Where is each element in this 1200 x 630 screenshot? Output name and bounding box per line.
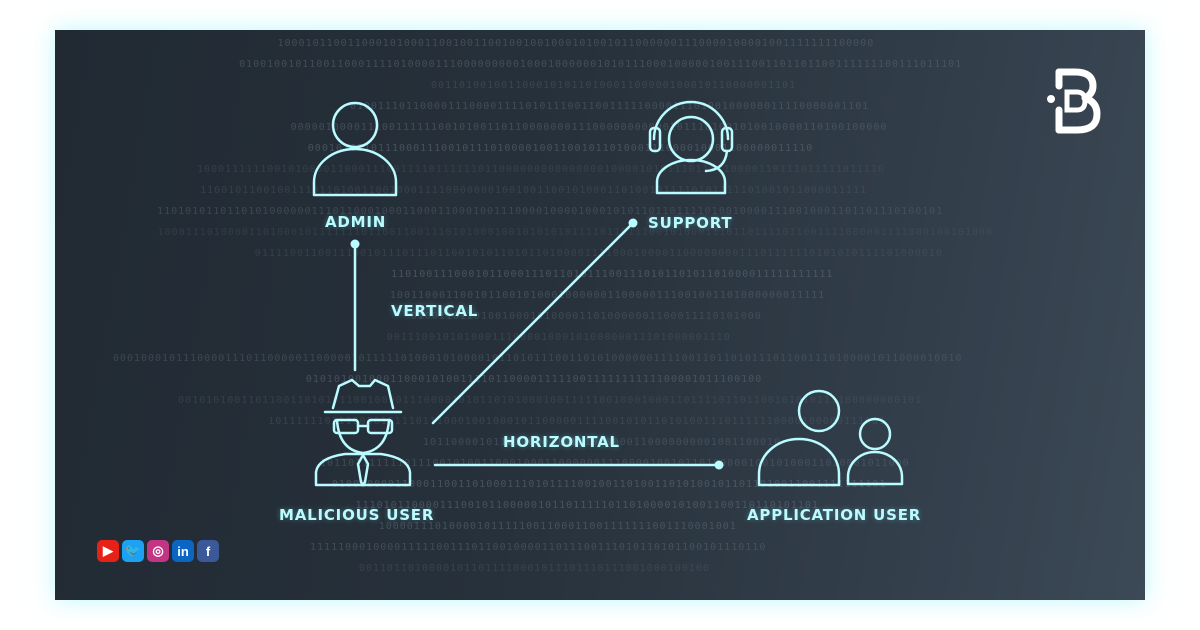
instagram-icon[interactable]: ◎ (147, 540, 169, 562)
binary-code-background: 1000101100110001010001100100110010010010… (55, 30, 1145, 600)
binary-code-row: 1101001110001011000111011010111001110101… (391, 269, 834, 280)
binary-code-row: 1001100011001011001010001000000110000011… (389, 290, 826, 301)
binary-code-row: 1000011101000010111110011000110011111110… (378, 521, 737, 532)
youtube-icon[interactable]: ▶ (97, 540, 119, 562)
binary-code-row: 0011100101010001110000100010100000011101… (386, 332, 731, 343)
binary-code-row: 0001000101110000111011000001100000101111… (112, 353, 963, 364)
vertical-edge-endpoint (350, 239, 360, 249)
binary-code-row: 1101010110110101000000111011000100011000… (157, 206, 943, 217)
binary-code-row: 1011111101110000101110111000100100010110… (268, 416, 885, 427)
binary-code-row: 0011011010000101101111000101110111011100… (358, 563, 710, 574)
binary-code-row: 0100110110100100010100001101000000110001… (410, 311, 762, 322)
support-headset-icon (648, 100, 734, 195)
support-label: SUPPORT (648, 214, 733, 232)
privilege-escalation-diagram (312, 100, 904, 487)
admin-label: ADMIN (325, 213, 387, 231)
binary-code-row: 0100100001100011001101000111010111100100… (331, 479, 886, 490)
binary-code-row: 1011011111110111001010011000100011000000… (319, 458, 910, 469)
binary-code-row: 0100100101100110001111010000111000000000… (239, 59, 963, 70)
horizontal-edge-label: HORIZONTAL (503, 433, 620, 451)
twitter-icon[interactable]: 🐦 (122, 540, 144, 562)
diagonal-edge-endpoint (628, 218, 638, 228)
brand-b-logo-icon (1047, 68, 1101, 134)
hacker-spy-icon (314, 378, 412, 487)
binary-code-row: 0101010010001100010100111101100001111100… (305, 374, 763, 385)
horizontal-edge-endpoint (714, 460, 724, 470)
binary-code-row: 1011000010110110001101110000001100000000… (423, 437, 781, 448)
binary-code-row: 1111100010000111110011101100100001101110… (310, 542, 767, 553)
binary-code-row: 0011010010011000101011010001100000100010… (430, 80, 797, 91)
binary-code-row: 1110101100001110010110000010110111110110… (355, 500, 819, 511)
binary-code-row: 1000101100110001010001100100110010010010… (277, 38, 873, 49)
application-users-icon (757, 389, 904, 487)
binary-code-row: 1000111010000110100010111111101100110011… (157, 227, 994, 238)
application-user-label: APPLICATION USER (747, 506, 922, 524)
binary-code-row: 0000010000111001111110010100110110000000… (290, 122, 887, 133)
malicious-user-label: MALICIOUS USER (279, 506, 435, 524)
binary-code-row: 1000111111001010000110001110011110111111… (197, 164, 884, 175)
diagonal-edge-line (431, 221, 635, 425)
binary-code-row: 0010101001101100110101011001000011100001… (178, 395, 923, 406)
admin-user-icon (312, 101, 398, 197)
vertical-edge-label: VERTICAL (391, 302, 479, 320)
binary-code-row: 1100101100100111011010011001000111100000… (200, 185, 868, 196)
binary-code-row: 0100111011000011100001111010111001100111… (349, 101, 870, 112)
banner-frame: 1000101100110001010001100100110010010010… (55, 30, 1145, 600)
facebook-icon[interactable]: f (197, 540, 219, 562)
binary-code-row: 0001010110111000111001011101000010011001… (307, 143, 814, 154)
binary-code-row: 0111100110011100101110111011001010110101… (254, 248, 943, 259)
linkedin-icon[interactable]: in (172, 540, 194, 562)
